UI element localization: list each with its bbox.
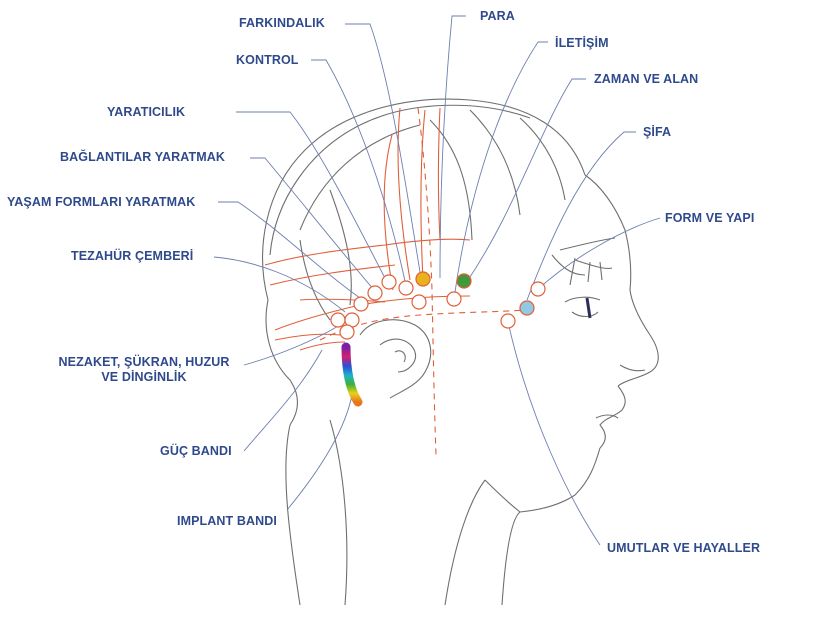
label-nezaket: NEZAKET, ŞÜKRAN, HUZUR VE DİNGİNLİK	[44, 355, 244, 385]
label-para: PARA	[480, 9, 515, 23]
label-tezahur-cemberi: TEZAHÜR ÇEMBERİ	[71, 249, 194, 263]
acupoints	[330, 271, 546, 340]
point-kontrol	[381, 274, 397, 290]
implant-band	[341, 342, 363, 407]
label-implant-bandi: IMPLANT BANDI	[177, 514, 277, 528]
leader-tezahur	[213, 256, 346, 313]
label-farkindalik: FARKINDALIK	[239, 16, 325, 30]
label-baglantilar-yaratmak: BAĞLANTILAR YARATMAK	[60, 150, 225, 164]
leader-iletisim	[454, 41, 548, 293]
label-yasam-formlari-yaratmak: YAŞAM FORMLARI YARATMAK	[7, 195, 196, 209]
leader-nezaket	[243, 324, 341, 366]
label-nezaket-line1: NEZAKET, ŞÜKRAN, HUZUR	[58, 355, 230, 369]
leader-zaman-ve-alan	[467, 78, 586, 281]
leader-form-ve-yapi	[536, 217, 661, 291]
head-outline	[262, 98, 659, 606]
meridian-lines	[264, 107, 526, 456]
leader-sifa	[526, 131, 636, 301]
label-umutlar-ve-hayaller: UMUTLAR VE HAYALLER	[607, 541, 761, 555]
leader-umutlar	[507, 321, 601, 546]
label-guc-bandi: GÜÇ BANDI	[160, 444, 232, 458]
point-umutlar	[500, 313, 516, 329]
point-iletisim	[411, 294, 427, 310]
leader-baglantilar	[250, 157, 375, 291]
label-iletisim: İLETİŞİM	[555, 36, 609, 50]
leader-implant	[286, 394, 353, 511]
leader-lines	[213, 15, 661, 546]
point-tezahur-3	[339, 324, 355, 340]
point-iletisim-2	[446, 291, 462, 307]
point-farkindalik	[398, 280, 414, 296]
point-zaman-ve-alan	[456, 273, 472, 289]
label-zaman-ve-alan: ZAMAN VE ALAN	[594, 72, 699, 86]
label-yaraticilik: YARATICILIK	[107, 105, 186, 119]
point-form-ve-yapi	[519, 300, 535, 316]
eye-icon	[585, 297, 592, 319]
point-baglantilar	[353, 296, 369, 312]
leader-farkindalik	[345, 23, 421, 273]
leader-para	[439, 15, 466, 279]
leader-kontrol	[311, 59, 406, 282]
leader-yaraticilik	[236, 111, 389, 285]
leader-guc	[243, 349, 323, 452]
label-kontrol: KONTROL	[236, 53, 299, 67]
point-tezahur-1	[330, 312, 346, 328]
label-form-ve-yapi: FORM VE YAPI	[665, 211, 755, 225]
label-sifa: ŞİFA	[643, 125, 672, 139]
point-para	[415, 271, 431, 287]
leader-yasam	[218, 201, 361, 299]
point-yaraticilik	[367, 285, 383, 301]
point-sifa	[530, 281, 546, 297]
label-nezaket-line2: VE DİNGİNLİK	[101, 370, 187, 384]
